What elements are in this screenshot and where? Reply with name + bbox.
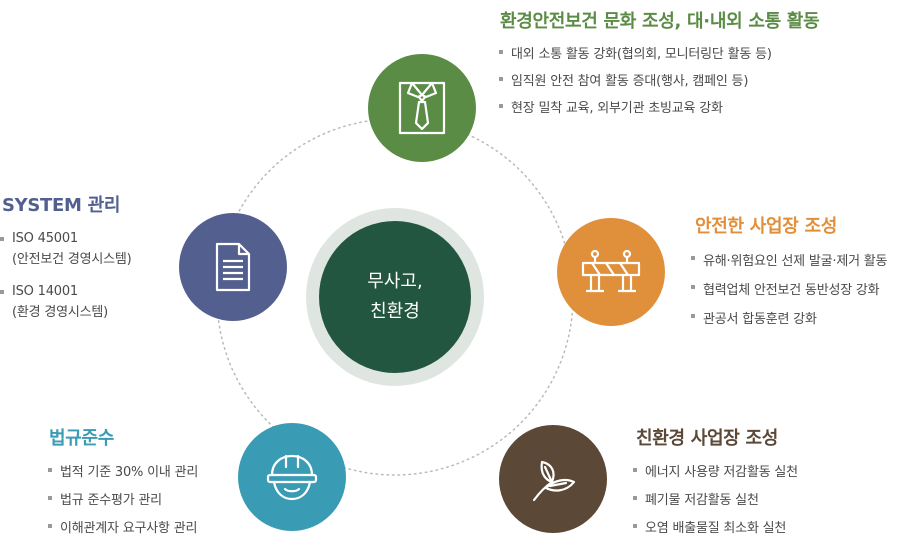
list-item: 법규 준수평가 관리: [46, 487, 198, 515]
center-line-2: 친환경: [370, 301, 420, 322]
node-compliance: [238, 423, 346, 531]
list-item: 오염 배출물질 최소화 실천: [631, 515, 798, 543]
center-circle: 무사고, 친환경: [319, 221, 471, 373]
list-eco-workplace: 에너지 사용량 저감활동 실천 폐기물 저감활동 실천 오염 배출물질 최소화 …: [631, 459, 798, 543]
list-safe-workplace: 유해·위험요인 선제 발굴·제거 활동 협력업체 안전보건 동반성장 강화 관공…: [689, 247, 888, 334]
list-item-line-1: ISO 14001: [12, 284, 79, 299]
section-title-eco-workplace: 친환경 사업장 조성: [636, 428, 779, 449]
list-item: 유해·위험요인 선제 발굴·제거 활동: [689, 247, 888, 276]
list-item: ISO 14001 (환경 경영시스템): [0, 281, 132, 323]
section-title-system: SYSTEM 관리: [2, 195, 121, 216]
center-line-1: 무사고,: [367, 271, 423, 292]
barricade-icon: [580, 249, 642, 295]
hard-hat-icon: [264, 451, 320, 503]
shirt-tie-icon: [392, 77, 452, 139]
list-compliance: 법적 기준 30% 이내 관리 법규 준수평가 관리 이해관계자 요구사항 관리: [46, 459, 198, 543]
node-safe-workplace: [557, 218, 665, 326]
list-item-line-2: (안전보건 경영시스템): [12, 252, 132, 267]
list-item-line-1: ISO 45001: [12, 231, 79, 246]
node-eco-workplace: [499, 425, 607, 533]
list-item: 대외 소통 활동 강화(협의회, 모니터링단 활동 등): [497, 41, 772, 68]
list-item-line-2: (환경 경영시스템): [12, 305, 108, 320]
document-icon: [213, 241, 253, 293]
list-item: ISO 45001 (안전보건 경영시스템): [0, 228, 132, 270]
list-item: 임직원 안전 참여 활동 증대(행사, 캠페인 등): [497, 68, 772, 95]
list-item: 이해관계자 요구사항 관리: [46, 515, 198, 543]
list-item: 에너지 사용량 저감활동 실천: [631, 459, 798, 487]
section-title-compliance: 법규준수: [49, 428, 115, 449]
node-system: [179, 213, 287, 321]
leaf-icon: [526, 452, 580, 506]
list-item: 법적 기준 30% 이내 관리: [46, 459, 198, 487]
list-system: ISO 45001 (안전보건 경영시스템) ISO 14001 (환경 경영시…: [0, 228, 132, 334]
section-title-culture: 환경안전보건 문화 조성, 대·내외 소통 활동: [500, 11, 820, 32]
list-item: 폐기물 저감활동 실천: [631, 487, 798, 515]
list-item: 관공서 합동훈련 강화: [689, 305, 887, 334]
list-item: 현장 밀착 교육, 외부기관 초빙교육 강화: [497, 95, 772, 122]
list-item: 협력업체 안전보건 동반성장 강화: [689, 276, 887, 305]
node-culture: [368, 54, 476, 162]
list-culture: 대외 소통 활동 강화(협의회, 모니터링단 활동 등) 임직원 안전 참여 활…: [497, 41, 772, 122]
section-title-safe-workplace: 안전한 사업장 조성: [695, 216, 838, 237]
